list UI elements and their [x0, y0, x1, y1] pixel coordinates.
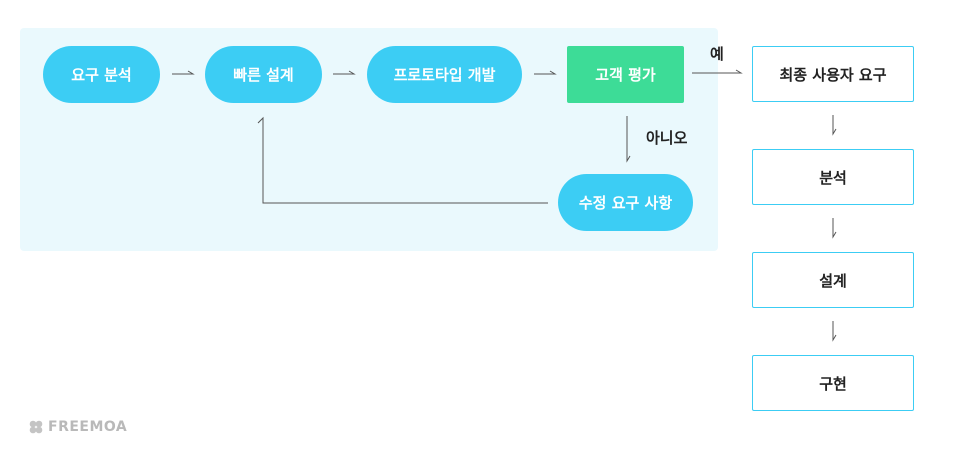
arrow-final-to-analysis: [832, 115, 837, 136]
arrow-design-to-implementation: [832, 321, 837, 342]
node-design: 설계: [752, 252, 914, 308]
node-requirements-analysis: 요구 분석: [43, 46, 160, 103]
brand-logo-text: FREEMOA: [48, 419, 128, 435]
node-final-requirements: 최종 사용자 요구: [752, 46, 914, 102]
node-revise-requirements: 수정 요구 사항: [558, 174, 693, 231]
clover-icon: [29, 420, 43, 434]
node-customer-eval: 고객 평가: [567, 46, 684, 103]
node-implementation: 구현: [752, 355, 914, 411]
arrow-eval-to-revise: [626, 116, 631, 163]
arrow-prototype-to-eval: [534, 70, 557, 75]
label-yes: 예: [710, 45, 724, 63]
node-prototype-dev: 프로토타입 개발: [367, 46, 522, 103]
arrow-eval-to-final: [692, 69, 743, 74]
arrow-analysis-to-design-final: [832, 218, 837, 239]
arrow-revise-to-design: [257, 116, 548, 204]
brand-logo: FREEMOA: [28, 419, 127, 435]
node-quick-design: 빠른 설계: [205, 46, 322, 103]
arrow-design-to-prototype: [333, 70, 356, 75]
arrow-analysis-to-design: [172, 70, 195, 75]
label-no: 아니오: [646, 129, 688, 147]
node-analysis: 분석: [752, 149, 914, 205]
